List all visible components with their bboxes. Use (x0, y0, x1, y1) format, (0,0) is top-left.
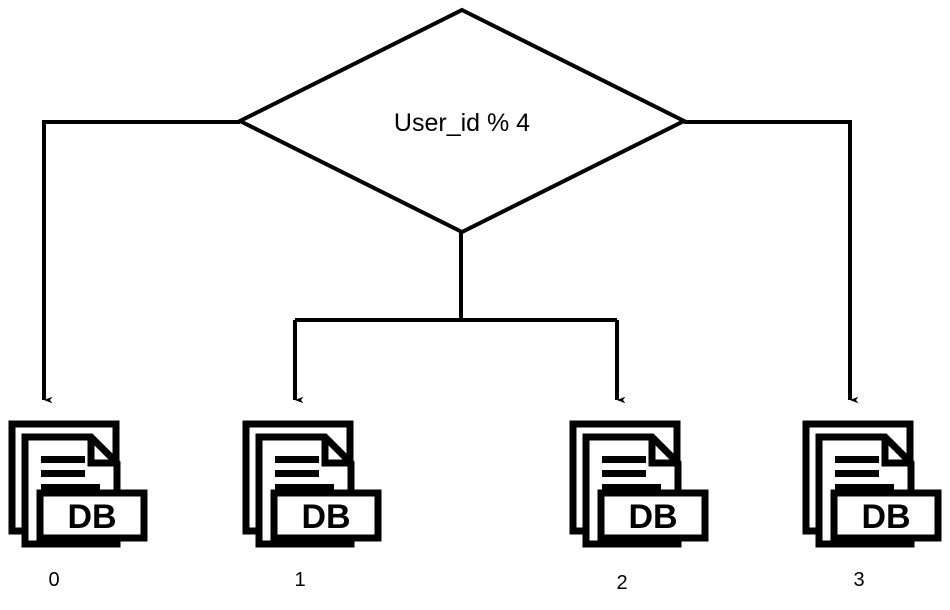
database-documents-icon: DB (806, 424, 938, 544)
connector-group (42, 120, 859, 404)
shard-label-1: 1 (294, 569, 305, 591)
decision-diamond-shape (235, 7, 689, 235)
database-documents-icon: DB (12, 424, 144, 544)
shard-label-3: 3 (853, 569, 864, 591)
shard-node-0[interactable]: DB 0 (12, 424, 144, 591)
shard-label-2: 2 (616, 572, 627, 594)
database-documents-icon: DB (573, 424, 705, 544)
db-icon-label: DB (861, 498, 910, 536)
db-icon-label: DB (628, 498, 677, 536)
decision-label: User_id % 4 (394, 109, 530, 137)
connector-branch-3 (684, 120, 859, 404)
shard-node-1[interactable]: DB 1 (246, 424, 378, 591)
shard-node-3[interactable]: DB 3 (806, 424, 938, 591)
decision-node[interactable]: User_id % 4 (235, 7, 689, 235)
shard-label-0: 0 (48, 569, 59, 591)
db-icon-label: DB (67, 498, 116, 536)
database-documents-icon: DB (246, 424, 378, 544)
db-icon-label: DB (301, 498, 350, 536)
connector-branch-0 (42, 120, 240, 404)
shard-node-2[interactable]: DB 2 (573, 424, 705, 594)
